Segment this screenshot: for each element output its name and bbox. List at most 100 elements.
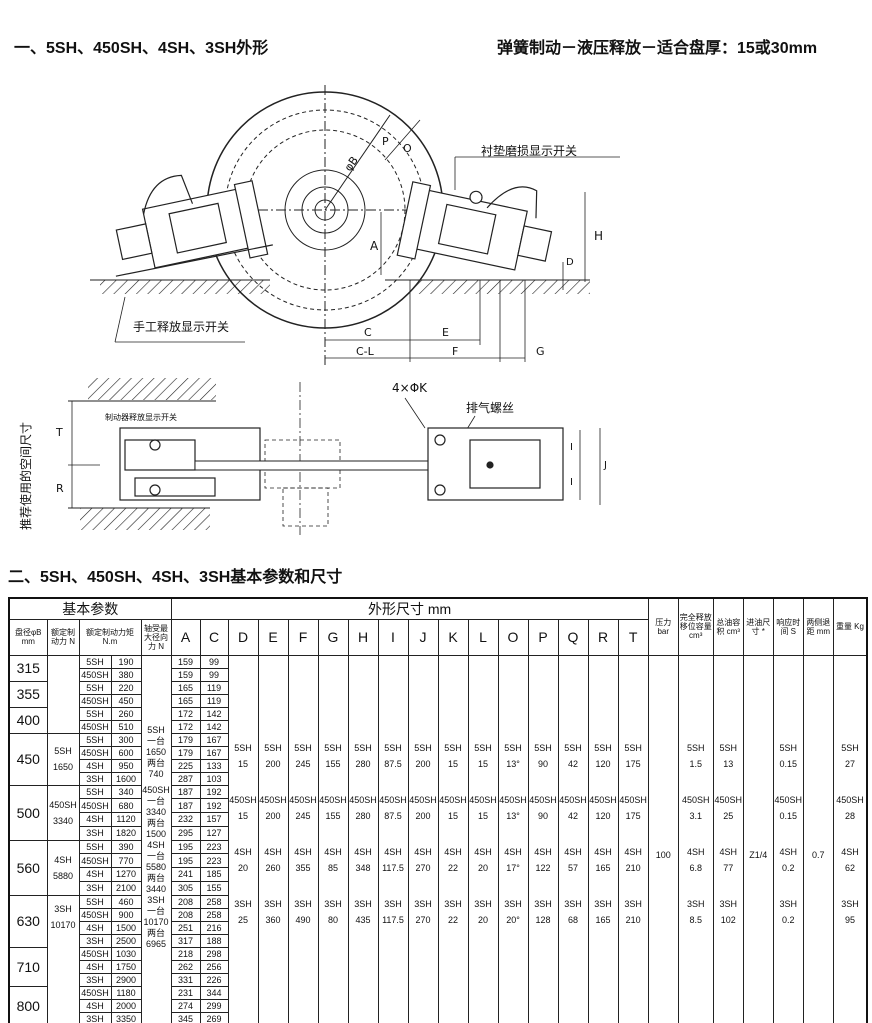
value: 360 xyxy=(265,914,281,925)
force-model: 3SH xyxy=(54,903,72,914)
model-label: 5SH xyxy=(444,742,462,753)
dim-C-value: 142 xyxy=(199,706,229,721)
value: 15 xyxy=(237,810,248,821)
model-label: 4SH xyxy=(354,846,372,857)
torque-model: 5SH xyxy=(78,654,112,669)
torque-model: 5SH xyxy=(78,706,112,721)
torque-value: 2000 xyxy=(110,998,142,1013)
dim-C-value: 226 xyxy=(199,972,229,987)
header-dim-I: I xyxy=(377,618,409,656)
dim-J: J xyxy=(603,460,607,471)
max-radial-force: 4SH 一台 5580 两台 3440 xyxy=(140,840,172,895)
dim-C-value: 298 xyxy=(199,946,229,961)
header-dim-F: F xyxy=(287,618,319,656)
header-dim-A: A xyxy=(170,618,201,656)
model-label: 450SH xyxy=(619,794,647,805)
dim-A-value: 305 xyxy=(170,880,201,896)
header-dim-Q: Q xyxy=(557,618,589,656)
model-label: 3SH xyxy=(444,898,462,909)
model-label: 3SH xyxy=(534,898,552,909)
model-label: 4SH xyxy=(474,846,492,857)
dim-T: T xyxy=(55,426,63,439)
dim-A-value: 159 xyxy=(170,667,201,682)
value: 77 xyxy=(723,862,734,873)
brake-disc-edge xyxy=(194,460,441,471)
model-label: 4SH xyxy=(444,846,462,857)
dim-A-value: 195 xyxy=(170,839,201,855)
model-label: 450SH xyxy=(499,794,527,805)
dim-A-value: 159 xyxy=(170,654,201,669)
holes-4xK-label: 4×ΦK xyxy=(392,381,428,395)
header-dim-D: D xyxy=(227,618,259,656)
model-label: 4SH xyxy=(686,846,705,857)
model-label: 5SH xyxy=(779,742,797,753)
bleed-screw-label: 排气螺丝 xyxy=(466,400,514,415)
torque-value: 510 xyxy=(110,719,142,734)
header-dim-O: O xyxy=(497,618,529,656)
value: 120 xyxy=(595,758,611,769)
value: 155 xyxy=(325,810,341,821)
value: 95 xyxy=(844,914,855,925)
header-torque: 额定制动力矩 N.m xyxy=(78,618,142,656)
torque-model: 3SH xyxy=(78,771,112,786)
value: 102 xyxy=(720,914,736,925)
header-disc: 盘径φB mm xyxy=(8,618,48,656)
value: 22 xyxy=(447,862,458,873)
value: 25 xyxy=(723,810,734,821)
pressure-value: 100 xyxy=(647,655,679,1023)
torque-model: 5SH xyxy=(78,894,112,909)
header-radial: 轴受最大径向力 N xyxy=(140,618,172,656)
torque-model: 450SH xyxy=(78,719,112,734)
dim-A-value: 262 xyxy=(170,959,201,974)
header-dim-H: H xyxy=(347,618,379,656)
torque-value: 1820 xyxy=(110,825,142,841)
torque-model: 5SH xyxy=(78,680,112,695)
side-view-drawing: 衬垫磨损显示开关 手工释放显示开关 φB P O A H D C C-L E F… xyxy=(90,85,620,365)
model-label: 450SH xyxy=(289,794,317,805)
inlet-size-value: Z1/4 xyxy=(742,655,774,1023)
value: 20 xyxy=(477,862,488,873)
model-label: 5SH xyxy=(294,742,312,753)
torque-value: 680 xyxy=(110,798,142,813)
model-label: 450SH xyxy=(559,794,587,805)
value: 6.8 xyxy=(689,862,702,873)
torque-model: 3SH xyxy=(78,825,112,841)
clearance-value: 0.7 xyxy=(802,655,834,1023)
torque-value: 600 xyxy=(110,745,142,760)
value: 270 xyxy=(415,914,431,925)
model-label: 450SH xyxy=(409,794,437,805)
torque-model: 4SH xyxy=(78,998,112,1013)
disc-diameter: 315 xyxy=(8,654,48,682)
dim-A-value: 345 xyxy=(170,1011,201,1023)
group-dimensions: 外形尺寸 mm xyxy=(170,597,649,620)
value: 90 xyxy=(537,758,548,769)
torque-value: 450 xyxy=(110,693,142,708)
dim-A-value: 179 xyxy=(170,732,201,747)
header-dim-E: E xyxy=(257,618,289,656)
model-label: 4SH xyxy=(504,846,522,857)
dim-F: F xyxy=(452,345,458,358)
dim-A-value: 295 xyxy=(170,825,201,841)
torque-model: 3SH xyxy=(78,880,112,896)
value: 13° xyxy=(506,810,520,821)
torque-model: 450SH xyxy=(78,985,112,1000)
release-indicator-switch-label: 制动器释放显示开关 xyxy=(105,412,177,422)
value: 13° xyxy=(506,758,520,769)
model-label: 450SH xyxy=(774,794,802,805)
model-label: 3SH xyxy=(414,898,432,909)
torque-value: 770 xyxy=(110,853,142,868)
torque-model: 450SH xyxy=(78,745,112,760)
dim-A-value: 274 xyxy=(170,998,201,1013)
header-clearance: 两侧退距 mm xyxy=(802,597,834,656)
dim-E: E xyxy=(442,326,449,339)
